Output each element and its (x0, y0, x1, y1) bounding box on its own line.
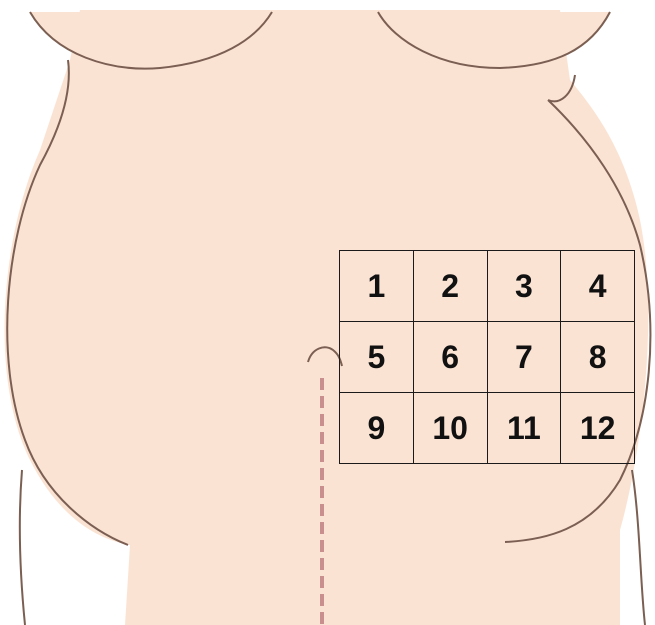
grid-cell-site-number: 3 (487, 251, 561, 322)
grid-cell-site-number: 8 (561, 322, 635, 393)
grid-cell-site-number: 12 (561, 393, 635, 464)
grid-cell-site-number: 5 (340, 322, 414, 393)
grid-cell-site-number: 7 (487, 322, 561, 393)
grid-cell-site-number: 9 (340, 393, 414, 464)
grid-cell-site-number: 1 (340, 251, 414, 322)
grid-cell-site-number: 2 (413, 251, 487, 322)
grid-cell-site-number: 6 (413, 322, 487, 393)
grid-cell-site-number: 10 (413, 393, 487, 464)
grid-cell-site-number: 4 (561, 251, 635, 322)
grid-cell-site-number: 11 (487, 393, 561, 464)
